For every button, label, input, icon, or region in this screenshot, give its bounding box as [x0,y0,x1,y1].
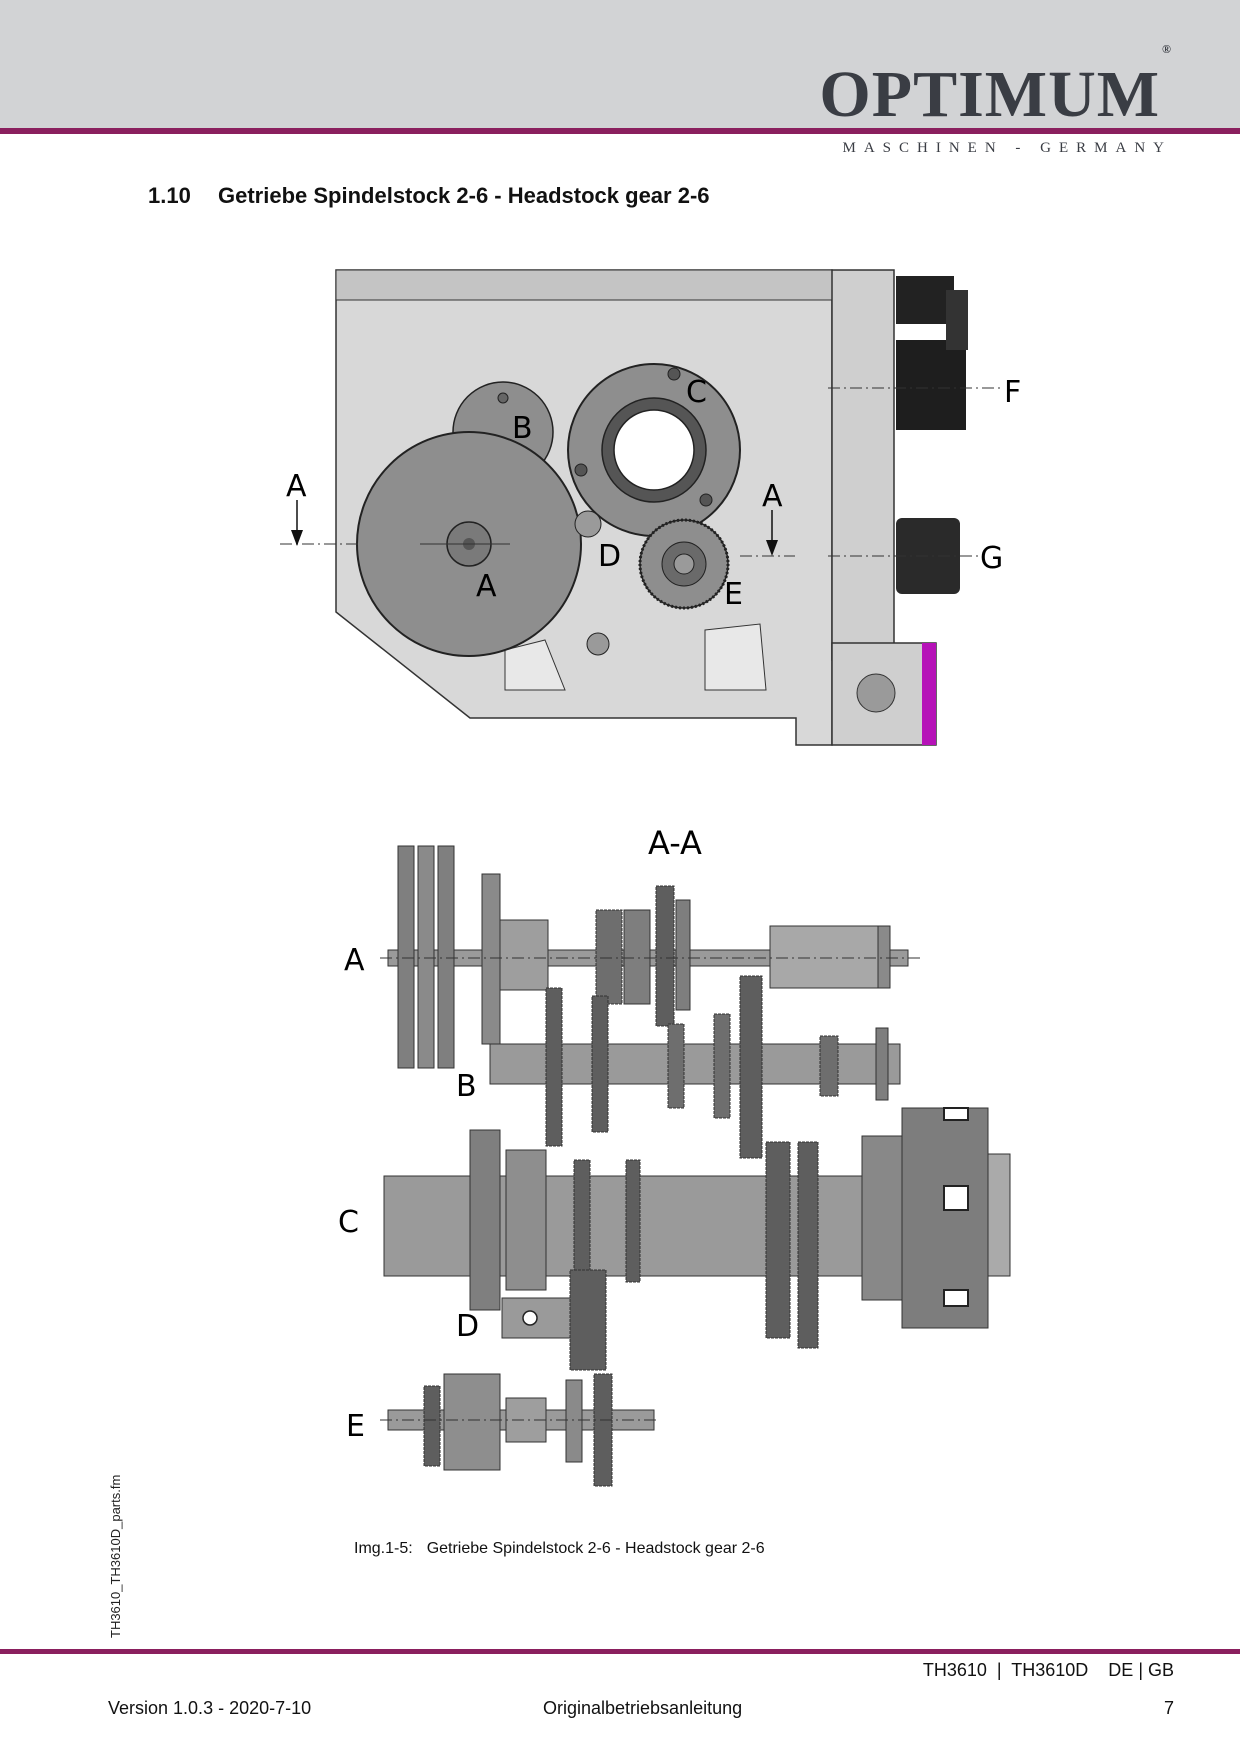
label-f: F [1004,375,1021,410]
label-shaft-d: D [456,1309,479,1344]
footer-accent-line [0,1649,1240,1654]
footer-version: Version 1.0.3 - 2020-7-10 [108,1698,312,1718]
label-shaft-b: B [456,1069,477,1104]
brand-tagline: MASCHINEN - GERMANY [842,140,1172,156]
section-heading: Getriebe Spindelstock 2-6 - Headstock ge… [218,183,710,208]
page-number: 7 [1163,1698,1174,1718]
footer-model: TH3610 | TH3610D DE | GB [922,1660,1174,1680]
label-shaft-e: E [346,1409,365,1444]
label-shaft-a: A [344,943,365,978]
label-section-a-right: A [762,479,783,514]
headstock-side-view: A A A B C D E F G [280,269,1021,746]
label-shaft-c: C [338,1205,359,1240]
caption-text: Getriebe Spindelstock 2-6 - Headstock ge… [426,1540,765,1557]
section-a-a-view: A-A [338,824,1011,1487]
label-b: B [512,411,533,446]
label-a: A [476,569,497,604]
section-a-a-title: A-A [648,824,702,862]
caption-label: Img.1-5: [354,1540,413,1557]
section-title: 1.10 Getriebe Spindelstock 2-6 - Headstoc… [148,183,710,209]
section-number: 1.10 [148,183,191,208]
page-header [0,0,1240,128]
figure-caption: Img.1-5: Getriebe Spindelstock 2-6 - Head… [354,1540,765,1558]
label-e: E [724,577,743,612]
label-g: G [980,541,1003,576]
header-accent-line [0,128,1240,134]
label-section-a-left: A [286,469,307,504]
registered-mark: ® [1162,42,1172,56]
brand-logo: OPTIMUM® [819,43,1172,128]
footer-manual-title: Originalbetriebsanleitung [543,1698,743,1718]
side-filename: TH3610_TH3610D_parts.fm [108,1474,123,1638]
brand-name: OPTIMUM [819,58,1161,131]
label-c: C [686,375,707,410]
label-d: D [598,539,621,574]
